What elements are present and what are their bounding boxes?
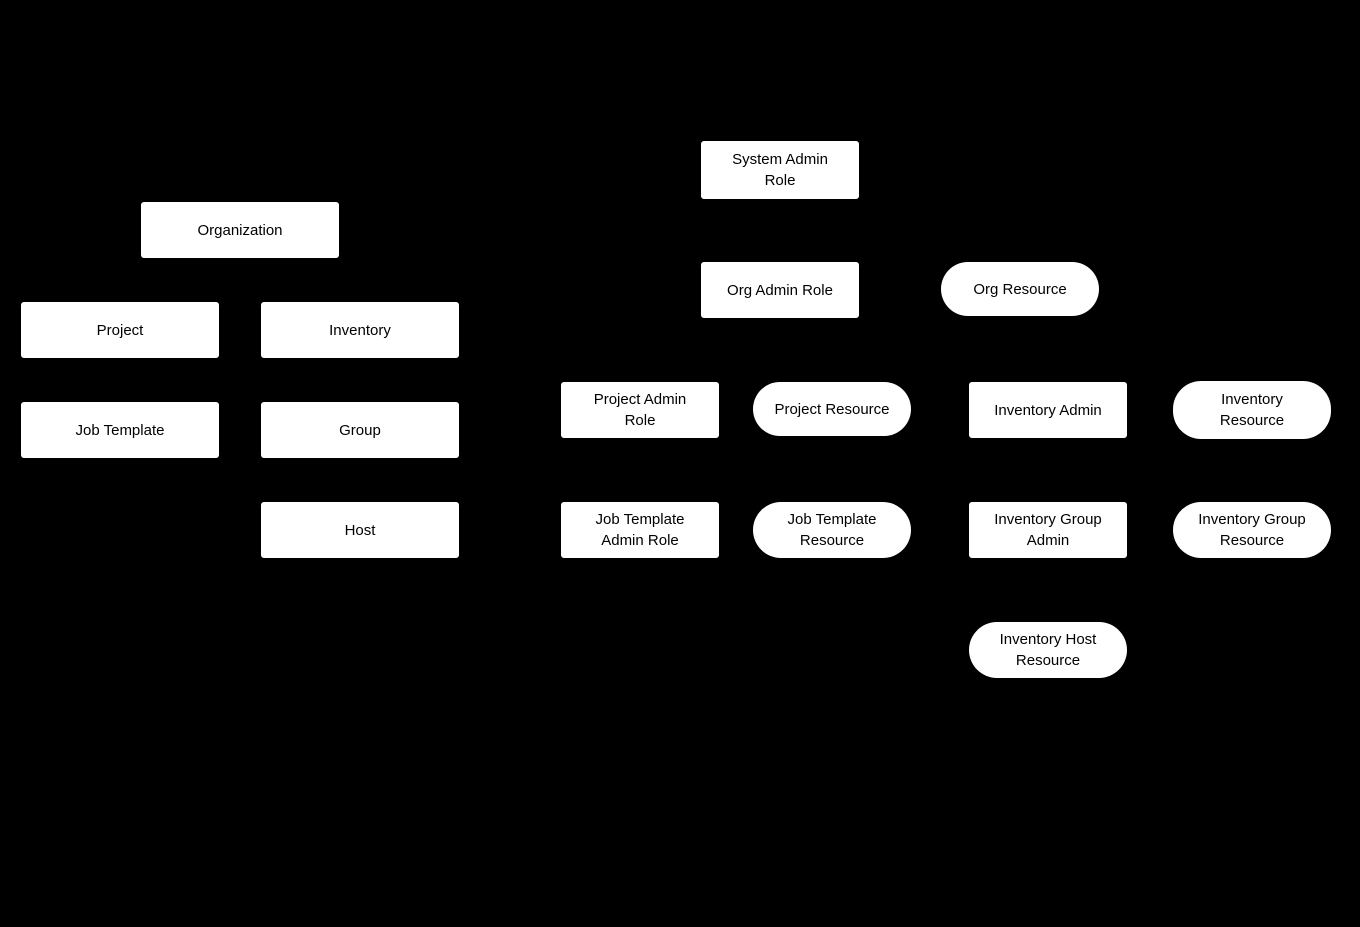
node-inventory: Inventory	[261, 302, 459, 358]
node-job-template: Job Template	[21, 402, 219, 458]
node-organization: Organization	[141, 202, 339, 258]
node-host: Host	[261, 502, 459, 558]
node-org-admin-role: Org Admin Role	[701, 262, 859, 318]
node-inventory-admin: Inventory Admin	[969, 382, 1127, 438]
node-inventory-group-admin: Inventory Group Admin	[969, 502, 1127, 558]
node-inventory-group-resource: Inventory Group Resource	[1173, 502, 1331, 558]
node-inventory-resource: Inventory Resource	[1173, 381, 1331, 439]
node-job-template-admin-role: Job Template Admin Role	[561, 502, 719, 558]
node-project: Project	[21, 302, 219, 358]
node-project-resource: Project Resource	[753, 382, 911, 436]
node-job-template-resource: Job Template Resource	[753, 502, 911, 558]
node-inventory-host-resource: Inventory Host Resource	[969, 622, 1127, 678]
node-system-admin-role: System Admin Role	[701, 141, 859, 199]
node-project-admin-role: Project Admin Role	[561, 382, 719, 438]
node-group: Group	[261, 402, 459, 458]
node-org-resource: Org Resource	[941, 262, 1099, 316]
